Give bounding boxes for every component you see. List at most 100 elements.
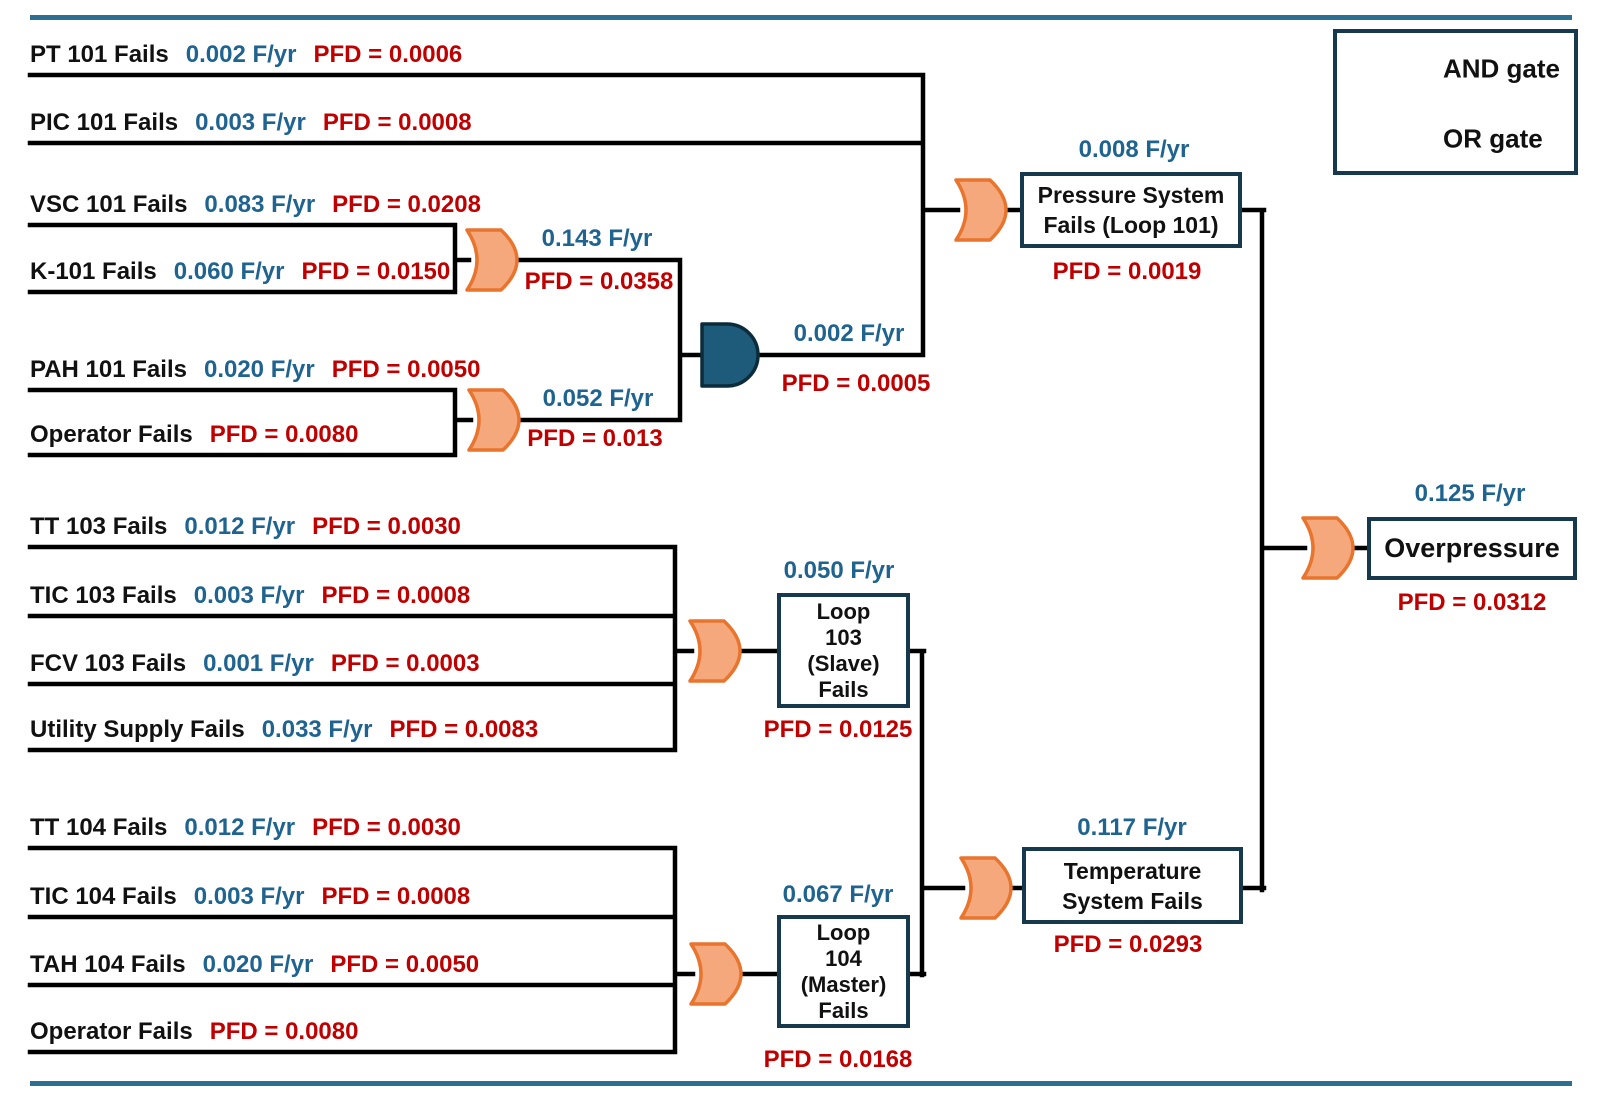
or-gate-icon-loop104 xyxy=(689,942,743,1006)
row-pic-101: PIC 101 Fails 0.003 F/yr PFD = 0.0008 xyxy=(30,109,472,137)
event-pfd: PFD = 0.0208 xyxy=(332,191,481,218)
or-gate-icon-pah-operator xyxy=(467,388,521,452)
temperature-system-line2: System Fails xyxy=(1062,887,1203,914)
event-pfd: PFD = 0.0006 xyxy=(313,41,463,68)
loop103-pfd: PFD = 0.0125 xyxy=(763,716,913,743)
event-pfd: PFD = 0.0080 xyxy=(209,1018,359,1045)
pressure-system-line1: Pressure System xyxy=(1037,182,1225,208)
event-label: Operator Fails xyxy=(30,1018,193,1045)
loop103-line2: 103 xyxy=(825,624,862,650)
row-tt-103: TT 103 Fails 0.012 F/yr PFD = 0.0030 xyxy=(30,513,461,541)
event-label: Operator Fails xyxy=(30,421,193,448)
event-pfd: PFD = 0.0150 xyxy=(301,258,451,285)
temperature-system-line1: Temperature xyxy=(1063,857,1202,884)
row-k-101: K-101 Fails 0.060 F/yr PFD = 0.0150 xyxy=(30,258,450,286)
loop103-line1: Loop xyxy=(816,598,871,624)
row-tic-104: TIC 104 Fails 0.003 F/yr PFD = 0.0008 xyxy=(30,883,470,911)
loop104-pfd: PFD = 0.0168 xyxy=(763,1046,913,1073)
event-label: K-101 Fails xyxy=(30,258,157,285)
temperature-system-pfd: PFD = 0.0293 xyxy=(1053,931,1203,958)
pressure-system-line2: Fails (Loop 101) xyxy=(1043,212,1219,238)
row-pt-101: PT 101 Fails 0.002 F/yr PFD = 0.0006 xyxy=(30,41,462,69)
temperature-system-rate: 0.117 F/yr xyxy=(1077,814,1187,841)
event-pfd: PFD = 0.0050 xyxy=(331,356,481,383)
event-rate: 0.083 F/yr xyxy=(204,191,316,218)
event-pfd: PFD = 0.0008 xyxy=(321,582,471,609)
event-rate: 0.012 F/yr xyxy=(184,513,296,540)
event-rate: 0.003 F/yr xyxy=(193,582,305,609)
event-pfd: PFD = 0.0008 xyxy=(321,883,471,910)
event-label: TIC 103 Fails xyxy=(30,582,177,609)
row-pah-101: PAH 101 Fails 0.020 F/yr PFD = 0.0050 xyxy=(30,356,480,384)
event-label: Utility Supply Fails xyxy=(30,716,245,743)
or-gate-icon-overpressure xyxy=(1301,516,1355,580)
event-rate: 0.020 F/yr xyxy=(203,356,315,383)
or-gate-icon-vsc-k101 xyxy=(465,228,519,292)
overpressure-pfd: PFD = 0.0312 xyxy=(1397,589,1547,616)
or-pah-operator-pfd: PFD = 0.013 xyxy=(527,425,663,452)
event-rate: 0.060 F/yr xyxy=(173,258,285,285)
event-rate: 0.003 F/yr xyxy=(193,883,305,910)
legend-and-label: AND gate xyxy=(1443,53,1561,84)
loop104-line2: 104 xyxy=(825,945,862,971)
row-tt-104: TT 104 Fails 0.012 F/yr PFD = 0.0030 xyxy=(30,814,461,842)
legend xyxy=(1333,29,1578,175)
event-label: FCV 103 Fails xyxy=(30,650,187,677)
event-label: TT 103 Fails xyxy=(30,513,168,540)
loop104-box: Loop 104 (Master) Fails xyxy=(777,915,910,1028)
overpressure-title: Overpressure xyxy=(1384,533,1560,563)
connector-wires xyxy=(27,72,1372,1055)
row-tah-104: TAH 104 Fails 0.020 F/yr PFD = 0.0050 xyxy=(30,951,479,979)
event-pfd: PFD = 0.0080 xyxy=(209,421,359,448)
or-vsc-k101-rate: 0.143 F/yr xyxy=(541,225,653,252)
event-pfd: PFD = 0.0008 xyxy=(322,109,472,136)
row-vsc-101: VSC 101 Fails 0.083 F/yr PFD = 0.0208 xyxy=(30,191,481,219)
event-pfd: PFD = 0.0050 xyxy=(330,951,480,978)
row-operator-104: Operator Fails PFD = 0.0080 xyxy=(30,1018,358,1046)
row-operator-101: Operator Fails PFD = 0.0080 xyxy=(30,421,358,449)
or-gate-icon-loop103 xyxy=(688,619,742,683)
or-gate-icon-temperature xyxy=(959,856,1013,920)
row-tic-103: TIC 103 Fails 0.003 F/yr PFD = 0.0008 xyxy=(30,582,470,610)
loop104-line4: Fails xyxy=(818,997,869,1023)
event-label: VSC 101 Fails xyxy=(30,191,188,218)
bottom-rule xyxy=(30,1081,1572,1086)
event-rate: 0.001 F/yr xyxy=(203,650,314,677)
loop104-line3: (Master) xyxy=(800,971,887,997)
event-label: TIC 104 Fails xyxy=(30,883,177,910)
event-rate: 0.003 F/yr xyxy=(195,109,306,136)
event-label: TAH 104 Fails xyxy=(30,951,186,978)
and-loop101-rate: 0.002 F/yr xyxy=(793,320,905,347)
and-gate-icon-loop101 xyxy=(700,322,760,388)
event-rate: 0.033 F/yr xyxy=(261,716,373,743)
event-label: PT 101 Fails xyxy=(30,41,169,68)
and-loop101-pfd: PFD = 0.0005 xyxy=(781,370,931,397)
overpressure-box: Overpressure xyxy=(1367,517,1577,580)
loop104-line1: Loop xyxy=(816,919,871,945)
event-pfd: PFD = 0.0030 xyxy=(312,814,461,841)
or-pah-operator-rate: 0.052 F/yr xyxy=(542,385,654,412)
event-pfd: PFD = 0.0003 xyxy=(330,650,480,677)
event-label: TT 104 Fails xyxy=(30,814,168,841)
event-rate: 0.012 F/yr xyxy=(184,814,296,841)
loop103-rate: 0.050 F/yr xyxy=(783,557,895,584)
row-utility-supply: Utility Supply Fails 0.033 F/yr PFD = 0.… xyxy=(30,716,538,744)
pressure-system-box: Pressure System Fails (Loop 101) xyxy=(1020,172,1242,248)
temperature-system-box: Temperature System Fails xyxy=(1022,847,1243,924)
pressure-system-rate: 0.008 F/yr xyxy=(1078,136,1190,163)
loop103-box: Loop 103 (Slave) Fails xyxy=(777,593,910,708)
event-label: PIC 101 Fails xyxy=(30,109,179,136)
pressure-system-pfd: PFD = 0.0019 xyxy=(1052,258,1202,285)
event-rate: 0.002 F/yr xyxy=(185,41,297,68)
row-fcv-103: FCV 103 Fails 0.001 F/yr PFD = 0.0003 xyxy=(30,650,480,678)
event-label: PAH 101 Fails xyxy=(30,356,187,383)
loop104-rate: 0.067 F/yr xyxy=(782,881,894,908)
top-rule xyxy=(30,15,1572,20)
event-pfd: PFD = 0.0083 xyxy=(389,716,539,743)
event-rate: 0.020 F/yr xyxy=(202,951,314,978)
loop103-line4: Fails xyxy=(818,676,869,702)
or-vsc-k101-pfd: PFD = 0.0358 xyxy=(524,268,674,295)
loop103-line3: (Slave) xyxy=(807,650,880,676)
event-pfd: PFD = 0.0030 xyxy=(312,513,461,540)
